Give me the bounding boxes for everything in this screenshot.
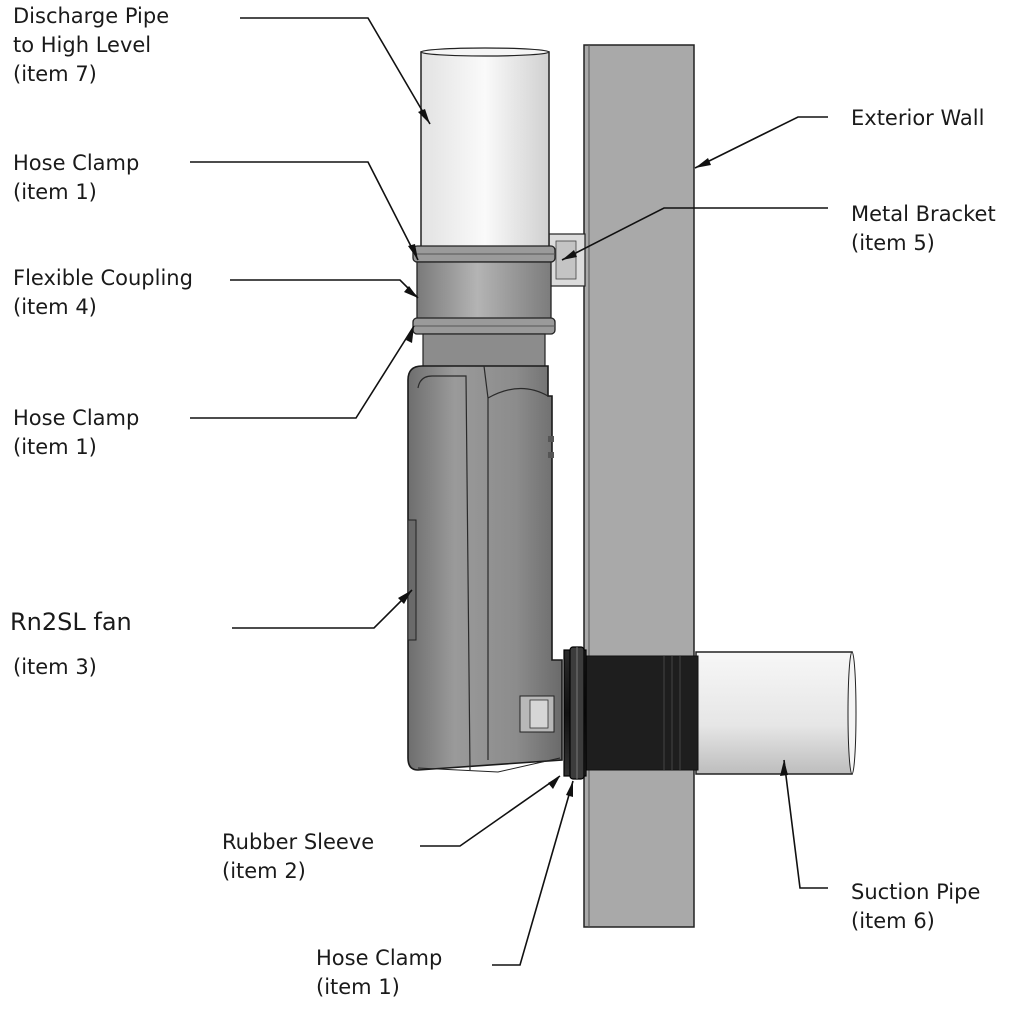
metal-bracket [548, 233, 586, 287]
label-fan-name: Rn2SL fan [10, 608, 132, 636]
label-metal-bracket-line2: (item 5) [851, 231, 935, 255]
label-hose-clamp-mid: Hose Clamp (item 1) [13, 404, 139, 462]
leader-suction-pipe [783, 759, 828, 889]
label-rubber-sleeve-line1: Rubber Sleeve [222, 830, 375, 854]
label-fan-item: (item 3) [13, 655, 97, 679]
hose-clamp-bottom [569, 646, 585, 780]
leader-hose-clamp-mid [190, 325, 415, 419]
label-rubber-sleeve: Rubber Sleeve (item 2) [222, 828, 374, 886]
leader-metal-bracket [561, 207, 828, 261]
discharge-pipe [420, 47, 550, 249]
label-discharge-pipe-line3: (item 7) [13, 62, 97, 86]
label-hose-clamp-bottom-line2: (item 1) [316, 975, 400, 999]
hose-clamp-top [412, 245, 556, 263]
label-exterior-wall: Exterior Wall [851, 106, 985, 130]
label-metal-bracket: Metal Bracket (item 5) [851, 200, 996, 258]
leader-hose-clamp-bottom [492, 780, 574, 966]
label-discharge-pipe-line2: to High Level [13, 33, 152, 57]
label-hose-clamp-top-line2: (item 1) [13, 180, 97, 204]
leader-rubber-sleeve [420, 775, 561, 847]
leader-arrowheads [398, 109, 788, 797]
exterior-wall [583, 44, 695, 928]
label-suction-pipe-line1: Suction Pipe [851, 880, 981, 904]
leader-fan [232, 589, 413, 629]
suction-pipe [585, 651, 857, 775]
label-metal-bracket-line1: Metal Bracket [851, 202, 996, 226]
label-hose-clamp-mid-line1: Hose Clamp [13, 406, 140, 430]
flexible-coupling [416, 261, 552, 321]
label-discharge-pipe-line1: Discharge Pipe [13, 4, 170, 28]
label-hose-clamp-top-line1: Hose Clamp [13, 151, 140, 175]
label-hose-clamp-top: Hose Clamp (item 1) [13, 149, 139, 207]
label-suction-pipe: Suction Pipe (item 6) [851, 878, 980, 936]
fan-neck [422, 333, 546, 369]
label-discharge-pipe: Discharge Pipe to High Level (item 7) [13, 2, 169, 89]
label-flexible-coupling-line1: Flexible Coupling [13, 266, 193, 290]
label-flexible-coupling-line2: (item 4) [13, 295, 97, 319]
leader-hose-clamp-top [190, 161, 419, 261]
label-hose-clamp-bottom-line1: Hose Clamp [316, 946, 443, 970]
leader-discharge-pipe [240, 17, 431, 125]
label-suction-pipe-line2: (item 6) [851, 909, 935, 933]
leader-exterior-wall [694, 116, 828, 169]
hose-clamp-middle [412, 317, 556, 335]
leader-flexible-coupling [230, 279, 419, 299]
label-rubber-sleeve-line2: (item 2) [222, 859, 306, 883]
label-flexible-coupling: Flexible Coupling (item 4) [13, 264, 193, 322]
label-hose-clamp-mid-line2: (item 1) [13, 435, 97, 459]
fan-body [407, 365, 563, 773]
label-hose-clamp-bottom: Hose Clamp (item 1) [316, 944, 442, 1002]
